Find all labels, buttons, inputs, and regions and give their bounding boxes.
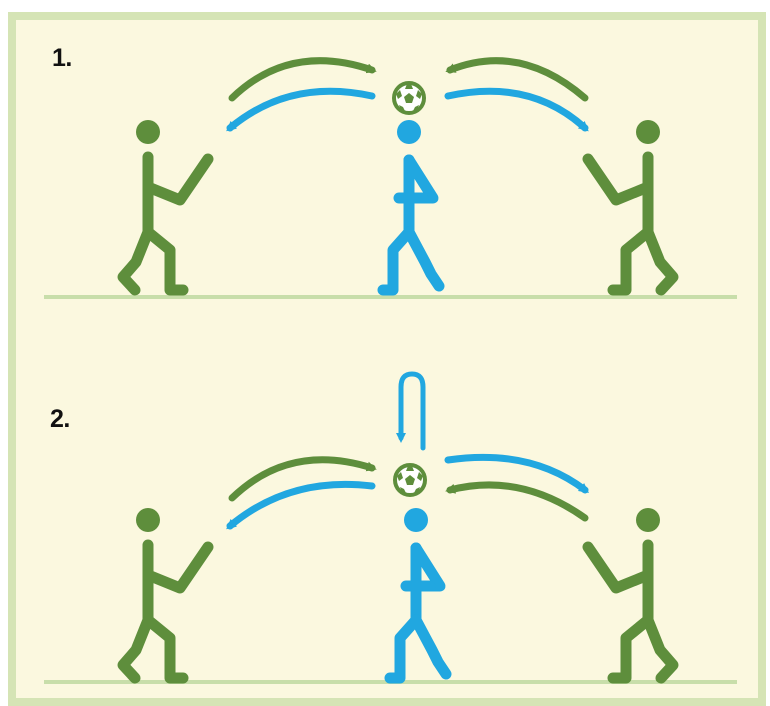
soccer-ball-icon [393, 463, 427, 497]
arrow-vertical-loop-2 [396, 371, 426, 451]
arrow-center-to-right-2 [444, 453, 589, 494]
step-label-2: 2. [50, 405, 70, 433]
panel-1 [44, 57, 737, 299]
step-label-1: 1. [52, 44, 72, 72]
arrow-center-to-right-1 [444, 87, 589, 132]
arrow-right-to-center-2 [445, 481, 589, 522]
arrow-right-to-center-1 [445, 57, 589, 102]
arrow-left-to-center-1 [228, 57, 377, 102]
panel-2 [44, 371, 737, 684]
arrow-left-to-center-2 [228, 456, 377, 502]
soccer-ball-icon [392, 81, 426, 115]
arrow-center-to-left-1 [226, 87, 376, 132]
arrow-center-to-left-2 [226, 480, 376, 530]
